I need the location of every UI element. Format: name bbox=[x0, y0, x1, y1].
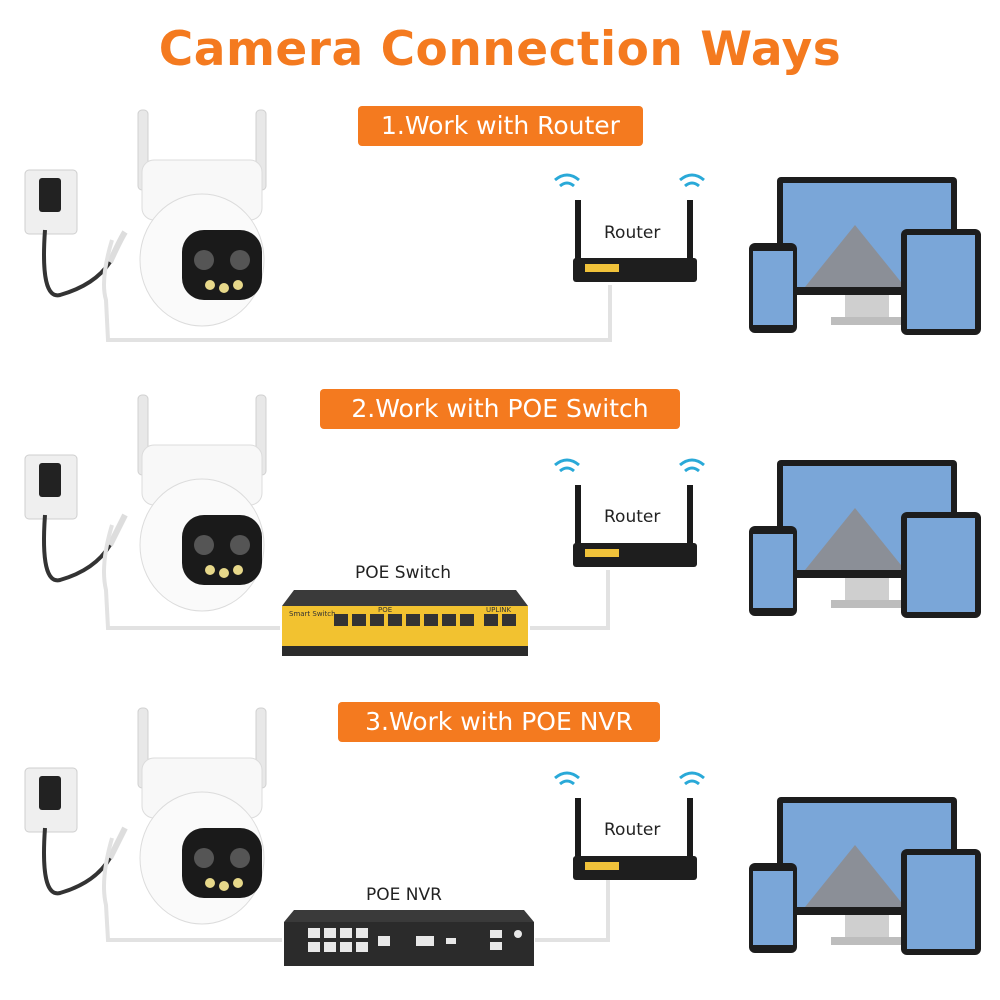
poe-switch-poe-text: POE bbox=[378, 606, 393, 614]
page-title: Camera Connection Ways bbox=[158, 22, 842, 77]
router-label-1: Router bbox=[604, 223, 661, 243]
section-1-badge: 1.Work with Router bbox=[358, 106, 643, 146]
poe-switch-brand-text: Smart Switch bbox=[289, 610, 336, 618]
ptz-camera-icon bbox=[137, 707, 267, 925]
router-icon bbox=[554, 771, 705, 880]
poe-switch-icon bbox=[282, 590, 528, 656]
poe-nvr-icon bbox=[284, 910, 534, 966]
router-label-3: Router bbox=[604, 820, 661, 840]
poe-switch-label: POE Switch bbox=[355, 563, 451, 583]
wall-socket-icon bbox=[24, 454, 78, 520]
ptz-camera-icon bbox=[137, 109, 267, 327]
poe-nvr-label: POE NVR bbox=[366, 885, 442, 905]
router-icon bbox=[554, 173, 705, 282]
router-icon bbox=[554, 458, 705, 567]
poe-switch-uplink-text: UPLINK bbox=[486, 606, 512, 614]
router-label-2: Router bbox=[604, 507, 661, 527]
wall-socket-icon bbox=[24, 169, 78, 235]
monitor-phone-tablet-icon bbox=[749, 460, 981, 618]
section-2-badge: 2.Work with POE Switch bbox=[320, 389, 680, 429]
wall-socket-icon bbox=[24, 767, 78, 833]
ptz-camera-icon bbox=[137, 394, 267, 612]
monitor-phone-tablet-icon bbox=[749, 177, 981, 335]
monitor-phone-tablet-icon bbox=[749, 797, 981, 955]
section-3-badge: 3.Work with POE NVR bbox=[338, 702, 660, 742]
